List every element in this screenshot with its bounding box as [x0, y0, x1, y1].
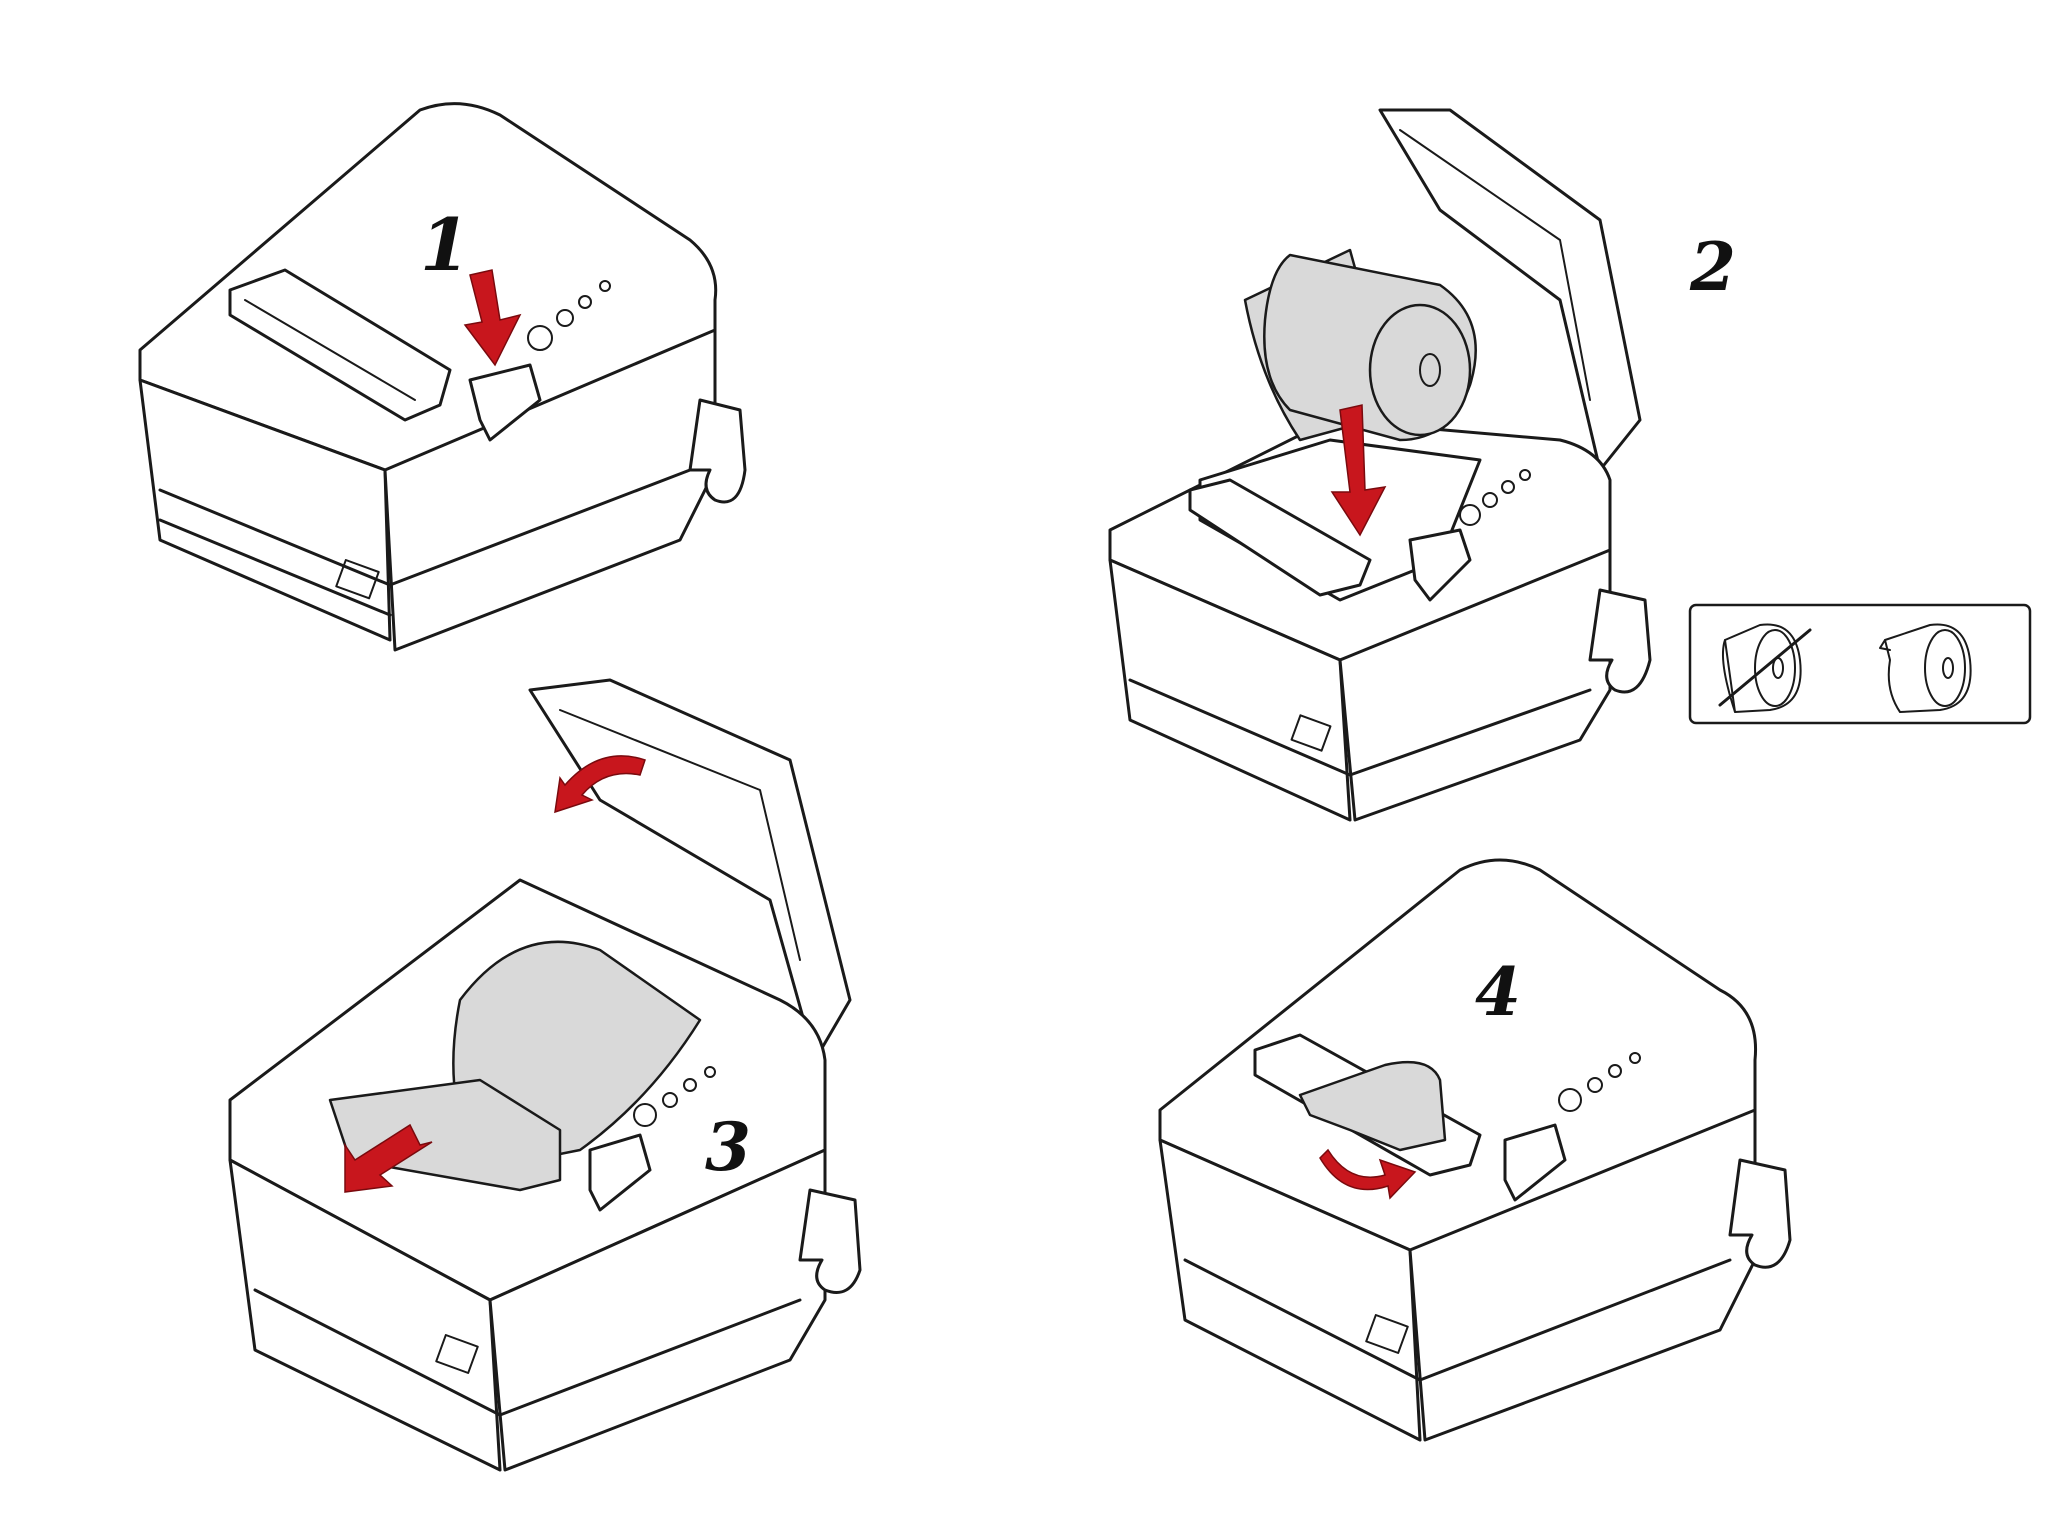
printer-1-port	[335, 559, 380, 600]
printer-4-control-panel	[1558, 1052, 1641, 1112]
printer-2-stand	[1588, 588, 1652, 694]
printer-1-paper-exit	[228, 268, 452, 422]
printer-2-open-cover	[1378, 108, 1642, 472]
printer-1-control-panel	[527, 280, 611, 351]
tear-arrow-icon	[1319, 1148, 1417, 1200]
printer-1-base	[158, 468, 692, 587]
cross-out-mark	[1718, 628, 1812, 707]
arrow-down-icon	[463, 269, 522, 367]
step-4-number: 4	[1475, 953, 1521, 1031]
torn-paper	[1298, 1060, 1447, 1152]
step-2-number: 2	[1689, 228, 1736, 306]
printer-4-side	[1408, 1108, 1757, 1442]
correct-roll-icon	[1879, 623, 1972, 713]
printer-3-control-panel	[633, 1066, 716, 1127]
printer-3-front	[228, 1158, 502, 1472]
printer-2-control-panel	[1459, 469, 1531, 526]
printer-4-front	[1158, 1138, 1422, 1442]
roll-orientation-inset	[1688, 603, 2032, 725]
printer-1-side	[383, 328, 717, 652]
printer-3-side	[488, 1148, 827, 1472]
printer-1-stand	[688, 398, 747, 504]
printer-1-front	[138, 378, 392, 642]
step-1-printer: 1	[138, 102, 747, 652]
step-4-printer: 4	[1158, 858, 1792, 1442]
printer-2-side	[1338, 548, 1612, 822]
wrong-roll-icon	[1718, 623, 1812, 713]
step-3-number: 3	[705, 1108, 751, 1186]
printer-1-cover-lever	[468, 363, 542, 442]
step-3-printer: 3	[228, 678, 862, 1472]
arrow-pull-icon	[344, 1123, 433, 1193]
paper-roll	[1243, 248, 1477, 442]
inset-frame	[1688, 603, 2032, 725]
printer-2-front	[1108, 558, 1352, 822]
arrow-down-icon	[1330, 404, 1387, 537]
rotate-arrow-icon	[554, 755, 646, 814]
step-2-printer: 2	[1108, 108, 1736, 822]
step-1-number: 1	[420, 202, 470, 287]
